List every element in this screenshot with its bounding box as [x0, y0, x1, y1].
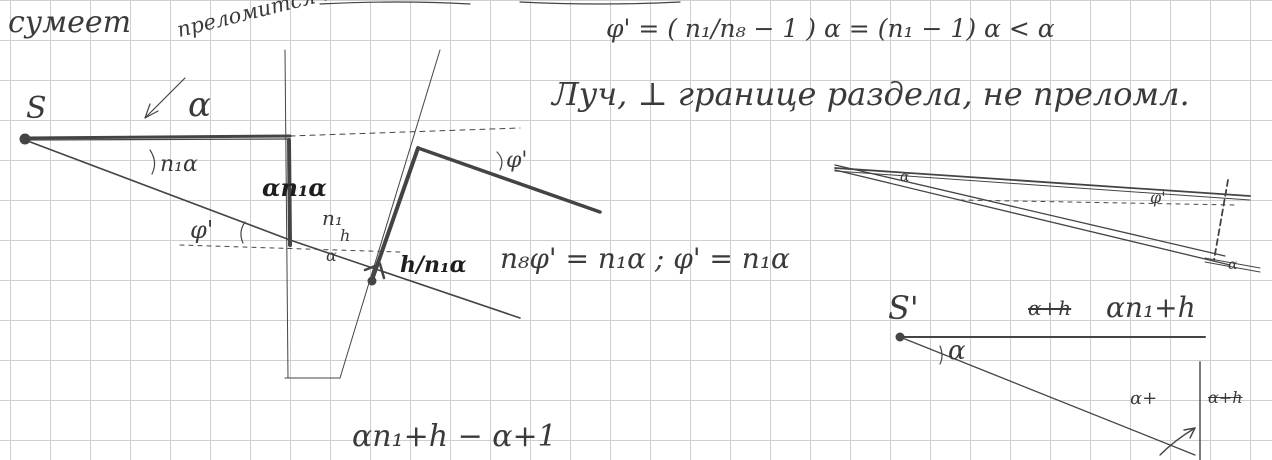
right-label-alpha: α [900, 169, 910, 185]
label-a-n1-alpha: αn₁α [262, 173, 327, 202]
br-arrow [1159, 427, 1196, 456]
ray-horizontal [23, 134, 292, 140]
prism-face-thick [287, 138, 292, 247]
label-h-n1-alpha: h/n₁α [400, 252, 467, 278]
label-n1alpha: n₁α [160, 152, 198, 177]
scribble-top [319, 1, 681, 5]
r-ray-down [834, 169, 1231, 266]
r-small-lines [1204, 257, 1261, 273]
br-ray [899, 336, 1196, 456]
br-label-source: S' [888, 289, 919, 327]
r-line-1 [834, 167, 1251, 197]
header-word-left: сумeem [8, 5, 132, 40]
prism-left-face [284, 49, 289, 379]
header-formula: φ' = ( n₁/n₈ − 1 ) α = (n₁ − 1) α < α [606, 14, 1055, 43]
label-n1: n₁ [322, 206, 343, 230]
right-label-alpha-end: α [1228, 257, 1238, 273]
arc-n1alpha [149, 149, 156, 175]
ray-horizontal-faint [24, 138, 291, 141]
exit-ray [416, 146, 602, 214]
right-label-phi: φ' [1150, 188, 1166, 207]
dashed-lower [179, 244, 401, 253]
r-line-2 [834, 170, 1251, 201]
point-source-s [19, 133, 31, 145]
label-h: h [340, 226, 351, 245]
label-phi: φ' [190, 216, 214, 244]
label-alpha-small: α [326, 246, 337, 265]
ray-lower [24, 139, 521, 319]
arrow-head [144, 103, 159, 119]
right-angle-mark [363, 262, 386, 280]
br-point [895, 332, 905, 342]
label-source-s: S [26, 91, 47, 126]
arc-phi-right [496, 151, 503, 171]
prism-slanted-thick [370, 146, 420, 282]
ray-dashed [289, 127, 521, 137]
br-arc [939, 345, 943, 365]
point-exit [367, 276, 377, 286]
arc-phi [240, 221, 246, 244]
br-label-crossed-right: α+h [1208, 388, 1243, 407]
br-label-an1h: αn₁+h [1106, 291, 1196, 324]
label-alpha: α [188, 85, 211, 125]
br-label-crossed: α+h [1028, 296, 1072, 320]
label-phi-right: φ' [506, 148, 528, 173]
arrow-to-s [144, 77, 186, 119]
br-label-alpha: α [948, 336, 966, 366]
bottom-formula: αn₁+h − α+1 [352, 419, 557, 454]
br-arrow-head [1183, 427, 1196, 439]
prism-slanted-face [339, 49, 441, 379]
br-label-aplus: α+ [1130, 388, 1158, 409]
r-dashed [959, 199, 1236, 206]
ray-note: Луч, ⊥ границе раздела, не преломл. [552, 75, 1190, 113]
r-line-3 [834, 164, 1226, 257]
refraction-equation: n₈φ' = n₁α ; φ' = n₁α [500, 242, 790, 275]
r-vertical [1213, 179, 1229, 261]
